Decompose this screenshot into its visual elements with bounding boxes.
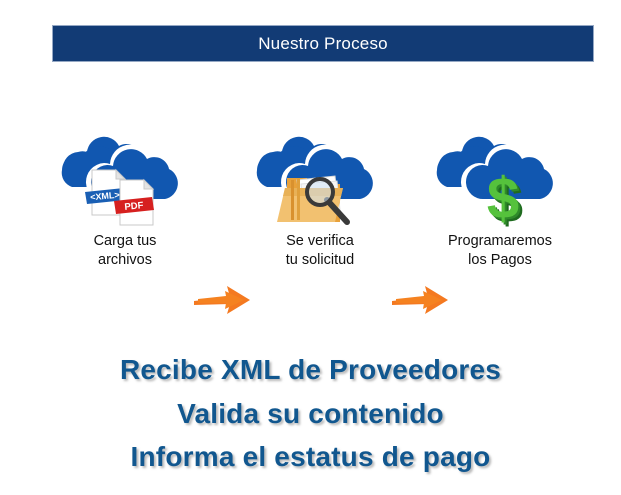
headline-block: Recibe XML de Proveedores Valida su cont…: [0, 348, 621, 479]
svg-text:$: $: [491, 170, 523, 235]
dollar-sign-glyph: $: [487, 166, 519, 231]
headline-line-1: Recibe XML de Proveedores: [119, 354, 502, 385]
xml-badge-label: <XML>: [90, 190, 120, 203]
cloud-with-dollar-icon: $ $ $: [415, 118, 585, 235]
arrow-right-icon: [192, 278, 254, 322]
headline-line-2: Valida su contenido: [177, 397, 444, 429]
process-step-upload: <XML> PDF Carga tus archivos: [40, 118, 210, 269]
svg-text:$: $: [489, 168, 521, 233]
headline-line-3: Informa el estatus de pago: [130, 441, 491, 473]
process-step-verify: Se verifica tu solicitud: [235, 118, 405, 269]
cloud-with-documents-icon: <XML> PDF: [40, 118, 210, 228]
process-step-caption: Programaremos los Pagos: [448, 233, 552, 268]
cloud-with-folder-magnifier-icon: [235, 118, 405, 228]
process-step-caption: Se verifica tu solicitud: [285, 233, 355, 268]
process-diagram: <XML> PDF Carga tus archivos: [0, 118, 621, 314]
pdf-badge-label: PDF: [124, 200, 144, 213]
page-title: Nuestro Proceso: [258, 34, 388, 53]
arrow-right-icon: [390, 278, 452, 322]
header-banner: Nuestro Proceso: [52, 25, 594, 62]
process-step-pay: $ $ $ Programaremos los Pagos: [415, 118, 585, 269]
process-step-caption: Carga tus archivos: [93, 233, 157, 268]
